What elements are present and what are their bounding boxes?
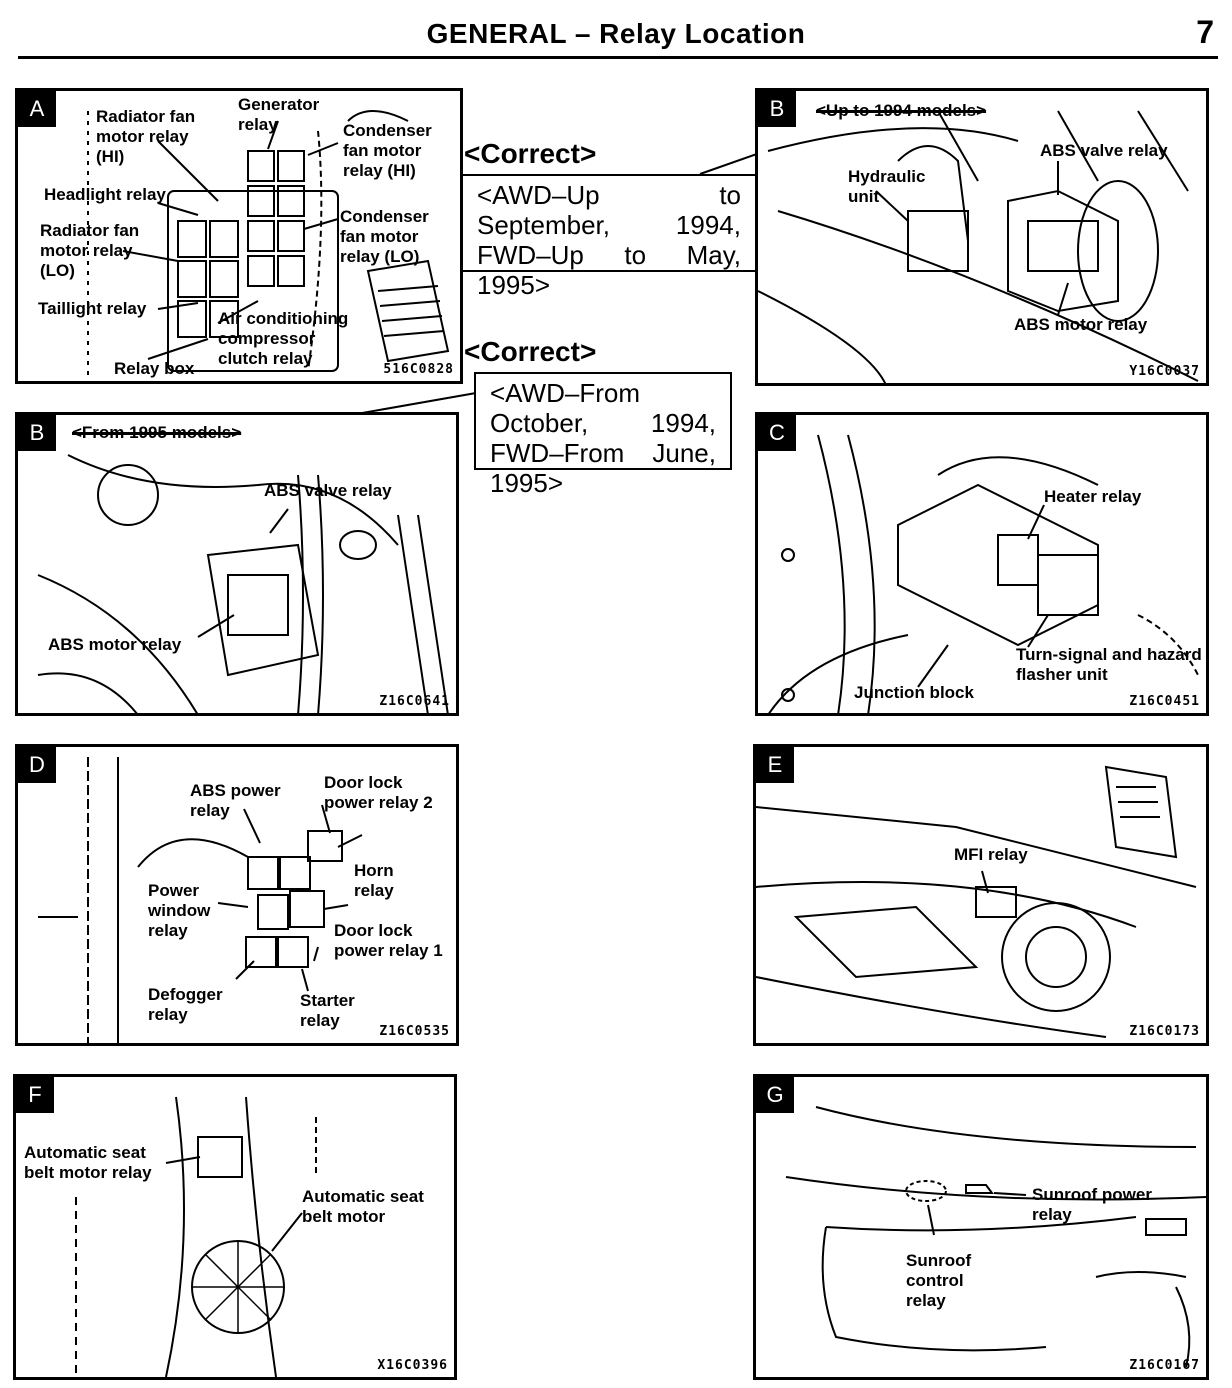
relay-box-illustration xyxy=(87,110,450,381)
label-abs-valve-relay: ABS valve relay xyxy=(264,481,392,500)
label-sunroof-control-relay: Sunroof control relay xyxy=(906,1251,972,1310)
panel-e-letter: E xyxy=(756,747,794,783)
panel-g: G Sunroof power relay Sunroof control re… xyxy=(753,1074,1209,1380)
figure-code: Z16C0167 xyxy=(1129,1358,1200,1373)
correction-note-1: <AWD–Up to September, 1994, FWD–Up to Ma… xyxy=(461,174,757,300)
label-seat-belt-motor-relay: Automatic seat belt motor relay xyxy=(24,1143,152,1182)
label-condenser-fan-lo: Condenser fan motor relay (LO) xyxy=(340,207,429,266)
label-headlight-relay: Headlight relay xyxy=(44,185,166,204)
panel-c: C Heater relay Turn-signal and hazard fl… xyxy=(755,412,1209,716)
panel-b-letter: B xyxy=(758,91,796,127)
correction-note-2: <AWD–From October, 1994, FWD–From June, … xyxy=(474,372,732,498)
figure-code: Z16C0641 xyxy=(379,694,450,709)
model-note-from-1995: <From 1995 models> xyxy=(72,423,242,442)
abs-unit-illustration xyxy=(758,110,1199,383)
panel-a: A Radiator fan motor relay (HI) Generato… xyxy=(15,88,463,384)
figure-code: Y16C0037 xyxy=(1129,364,1200,379)
label-heater-relay: Heater relay xyxy=(1044,487,1142,506)
header-rule xyxy=(18,56,1218,59)
label-abs-motor-relay: ABS motor relay xyxy=(48,635,182,654)
figure-code: X16C0396 xyxy=(377,1358,448,1373)
figure-code: Z16C0451 xyxy=(1129,694,1200,709)
figure-code: 516C0828 xyxy=(383,362,454,377)
label-horn-relay: Horn relay xyxy=(354,861,394,900)
label-hydraulic-unit: Hydraulic unit xyxy=(848,167,926,206)
label-power-window-relay: Power window relay xyxy=(148,881,211,940)
seat-belt-motor-illustration xyxy=(75,1096,317,1377)
mfi-relay-illustration xyxy=(756,765,1197,1038)
label-condenser-fan-hi: Condenser fan motor relay (HI) xyxy=(343,121,432,180)
label-ac-compressor-relay: Air conditioning compressor clutch relay xyxy=(218,309,349,368)
figure-code: Z16C0173 xyxy=(1129,1024,1200,1039)
label-junction-block: Junction block xyxy=(854,683,974,702)
label-starter-relay: Starter relay xyxy=(300,991,355,1030)
panel-b-from-1995: B <From 1995 models> ABS valve relay ABS… xyxy=(15,412,459,716)
page-title: GENERAL – Relay Location xyxy=(426,18,806,49)
model-note-up-to-1994: <Up to 1994 models> xyxy=(816,101,987,120)
panel-d: D ABS power relay Door lock power relay … xyxy=(15,744,459,1046)
label-abs-power-relay: ABS power relay xyxy=(190,781,281,820)
panel-f: F Automatic seat belt motor relay Automa… xyxy=(13,1074,457,1380)
label-mfi-relay: MFI relay xyxy=(954,845,1028,864)
junction-block-illustration xyxy=(768,434,1199,713)
label-seat-belt-motor: Automatic seat belt motor xyxy=(302,1187,424,1226)
panel-c-letter: C xyxy=(758,415,796,451)
panel-b-letter: B xyxy=(18,415,56,451)
panel-g-letter: G xyxy=(756,1077,794,1113)
label-door-lock-relay-1: Door lock power relay 1 xyxy=(334,921,443,960)
panel-a-letter: A xyxy=(18,91,56,127)
label-taillight-relay: Taillight relay xyxy=(38,299,147,318)
label-defogger-relay: Defogger relay xyxy=(148,985,223,1024)
sunroof-relay-illustration xyxy=(785,1106,1206,1368)
panel-b-up-to-1994: B <Up to 1994 models> Hydraulic unit ABS… xyxy=(755,88,1209,386)
abs-unit-illustration xyxy=(37,454,449,713)
label-turn-signal-flasher: Turn-signal and hazard flasher unit xyxy=(1016,645,1202,684)
label-door-lock-relay-2: Door lock power relay 2 xyxy=(324,773,433,812)
panel-e: E MFI relay Z16C0173 xyxy=(753,744,1209,1046)
label-generator-relay: Generator relay xyxy=(238,95,320,134)
label-radiator-fan-lo: Radiator fan motor relay (LO) xyxy=(40,221,140,280)
figure-code: Z16C0535 xyxy=(379,1024,450,1039)
panel-f-letter: F xyxy=(16,1077,54,1113)
label-radiator-fan-hi: Radiator fan motor relay (HI) xyxy=(96,107,196,166)
label-abs-motor-relay: ABS motor relay xyxy=(1014,315,1148,334)
page-number: 7 xyxy=(1196,14,1214,50)
label-sunroof-power-relay: Sunroof power relay xyxy=(1032,1185,1152,1224)
panel-d-letter: D xyxy=(18,747,56,783)
label-abs-valve-relay: ABS valve relay xyxy=(1040,141,1168,160)
relay-cluster-illustration xyxy=(38,757,363,1043)
correct-label-1: <Correct> xyxy=(464,138,597,169)
label-relay-box: Relay box xyxy=(114,359,195,378)
correct-label-2: <Correct> xyxy=(464,336,597,367)
